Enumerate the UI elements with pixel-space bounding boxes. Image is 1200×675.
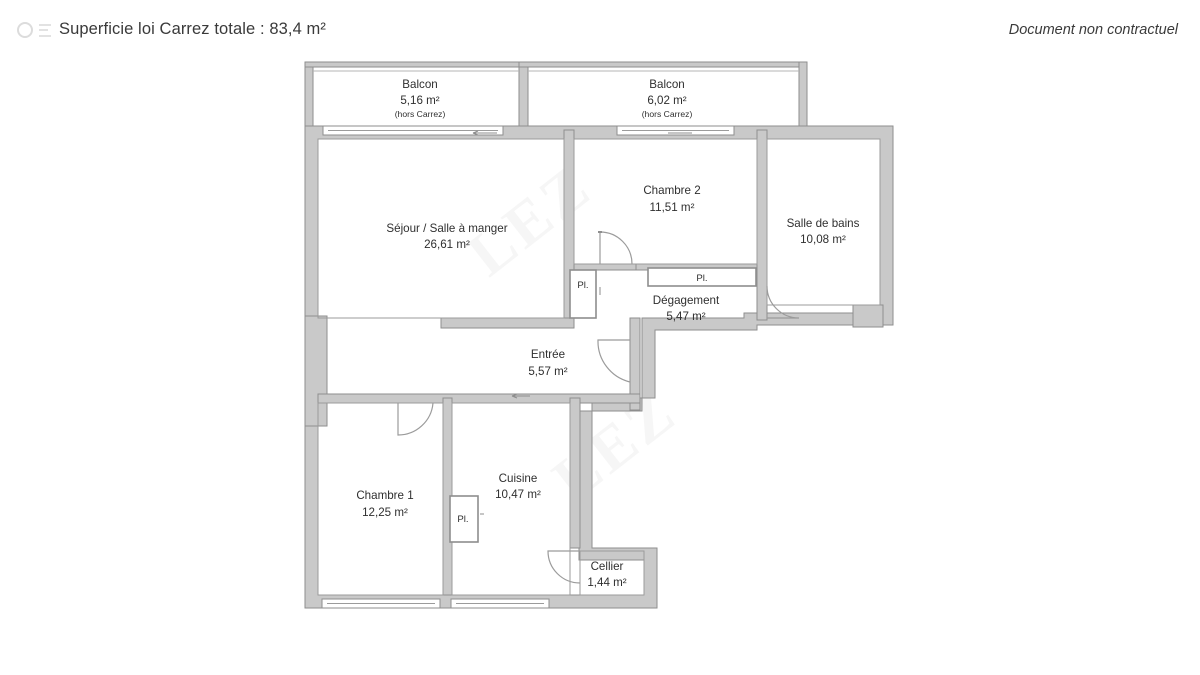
room-area: 5,47 m² [666, 310, 705, 323]
room-label-cellier: Cellier 1,44 m² [587, 560, 626, 589]
closet-label: Pl. [457, 514, 468, 525]
title-group: Superficie loi Carrez totale : 83,4 m² [17, 20, 326, 39]
closet-label: Pl. [696, 273, 707, 284]
room-name: Cellier [591, 560, 624, 573]
room-area: 6,02 m² [647, 94, 686, 107]
room-name: Entrée [531, 348, 565, 361]
room-outline-sejour [317, 138, 565, 319]
closet-box [569, 269, 597, 319]
balcony-wall [518, 61, 529, 127]
room-name: Balcon [402, 78, 437, 91]
interior-wall [756, 129, 768, 321]
room-note: (hors Carrez) [642, 109, 693, 119]
room-outline-chambre1 [317, 402, 444, 596]
room-label-chambre-2: Chambre 2 11,51 m² [643, 184, 700, 214]
page-header: Superficie loi Carrez totale : 83,4 m² D… [0, 0, 1200, 52]
room-area: 1,44 m² [587, 576, 626, 589]
room-name: Balcon [649, 78, 684, 91]
door-arc-chambre2 [599, 231, 633, 265]
room-area: 5,57 m² [528, 365, 567, 378]
logo-bars-icon [39, 23, 53, 37]
measure-ticks [472, 130, 692, 515]
wall-notch [852, 304, 884, 328]
exterior-wall-recess [304, 315, 328, 427]
closet-label: Pl. [577, 280, 588, 291]
door-group [397, 231, 800, 584]
room-name: Chambre 2 [643, 184, 700, 197]
balcony-wall [798, 61, 808, 127]
window-group [321, 125, 735, 609]
room-area: 12,25 m² [362, 506, 408, 519]
page-title: Superficie loi Carrez totale : 83,4 m² [59, 20, 326, 38]
balcony-wall [304, 61, 528, 68]
room-label-balcon-2: Balcon 6,02 m² (hors Carrez) [642, 78, 693, 119]
room-label-balcon-1: Balcon 5,16 m² (hors Carrez) [395, 78, 446, 119]
room-area: 11,51 m² [650, 201, 695, 214]
room-label-degagement: Dégagement 5,47 m² [653, 294, 720, 323]
balcony-wall [518, 61, 808, 68]
interior-wall [317, 393, 641, 404]
room-name: Séjour / Salle à manger [386, 222, 507, 235]
interior-wall [440, 317, 575, 329]
room-label-salle-de-bains: Salle de bains 10,08 m² [787, 217, 860, 246]
room-area: 26,61 m² [424, 238, 470, 251]
disclaimer-text: Document non contractuel [1008, 22, 1178, 38]
door-arc-sdb [766, 285, 800, 319]
exterior-wall [304, 125, 894, 609]
door-arc-cellier [547, 550, 581, 584]
room-name: Dégagement [653, 294, 720, 307]
room-label-cuisine: Cuisine 10,47 m² [495, 472, 541, 501]
closet-box [449, 495, 479, 543]
room-outline-sdb [766, 138, 881, 306]
closet-box [647, 267, 757, 287]
interior-wall [573, 263, 637, 271]
room-name: Salle de bains [787, 217, 860, 230]
room-label-chambre-1: Chambre 1 12,25 m² [356, 489, 413, 519]
interior-wall [629, 317, 641, 411]
logo-circle-icon [17, 21, 33, 38]
room-area: 5,16 m² [400, 94, 439, 107]
door-arc-entree [597, 339, 631, 383]
room-outline-cellier [579, 550, 645, 596]
balcony-wall [304, 61, 314, 127]
room-label-sejour: Séjour / Salle à manger 26,61 m² [386, 222, 507, 251]
interior-wall [569, 397, 581, 549]
room-note: (hors Carrez) [395, 109, 446, 119]
room-outline-chambre2 [573, 138, 758, 265]
plan-walls [304, 61, 894, 609]
room-name: Cuisine [499, 472, 538, 485]
room-label-entree: Entrée 5,57 m² [528, 348, 567, 378]
room-name: Chambre 1 [356, 489, 413, 502]
room-labels: Balcon 5,16 m² (hors Carrez) Balcon 6,02… [356, 78, 859, 589]
room-area: 10,47 m² [495, 488, 541, 501]
room-area: 10,08 m² [800, 233, 846, 246]
door-arc-chambre1 [397, 402, 434, 436]
